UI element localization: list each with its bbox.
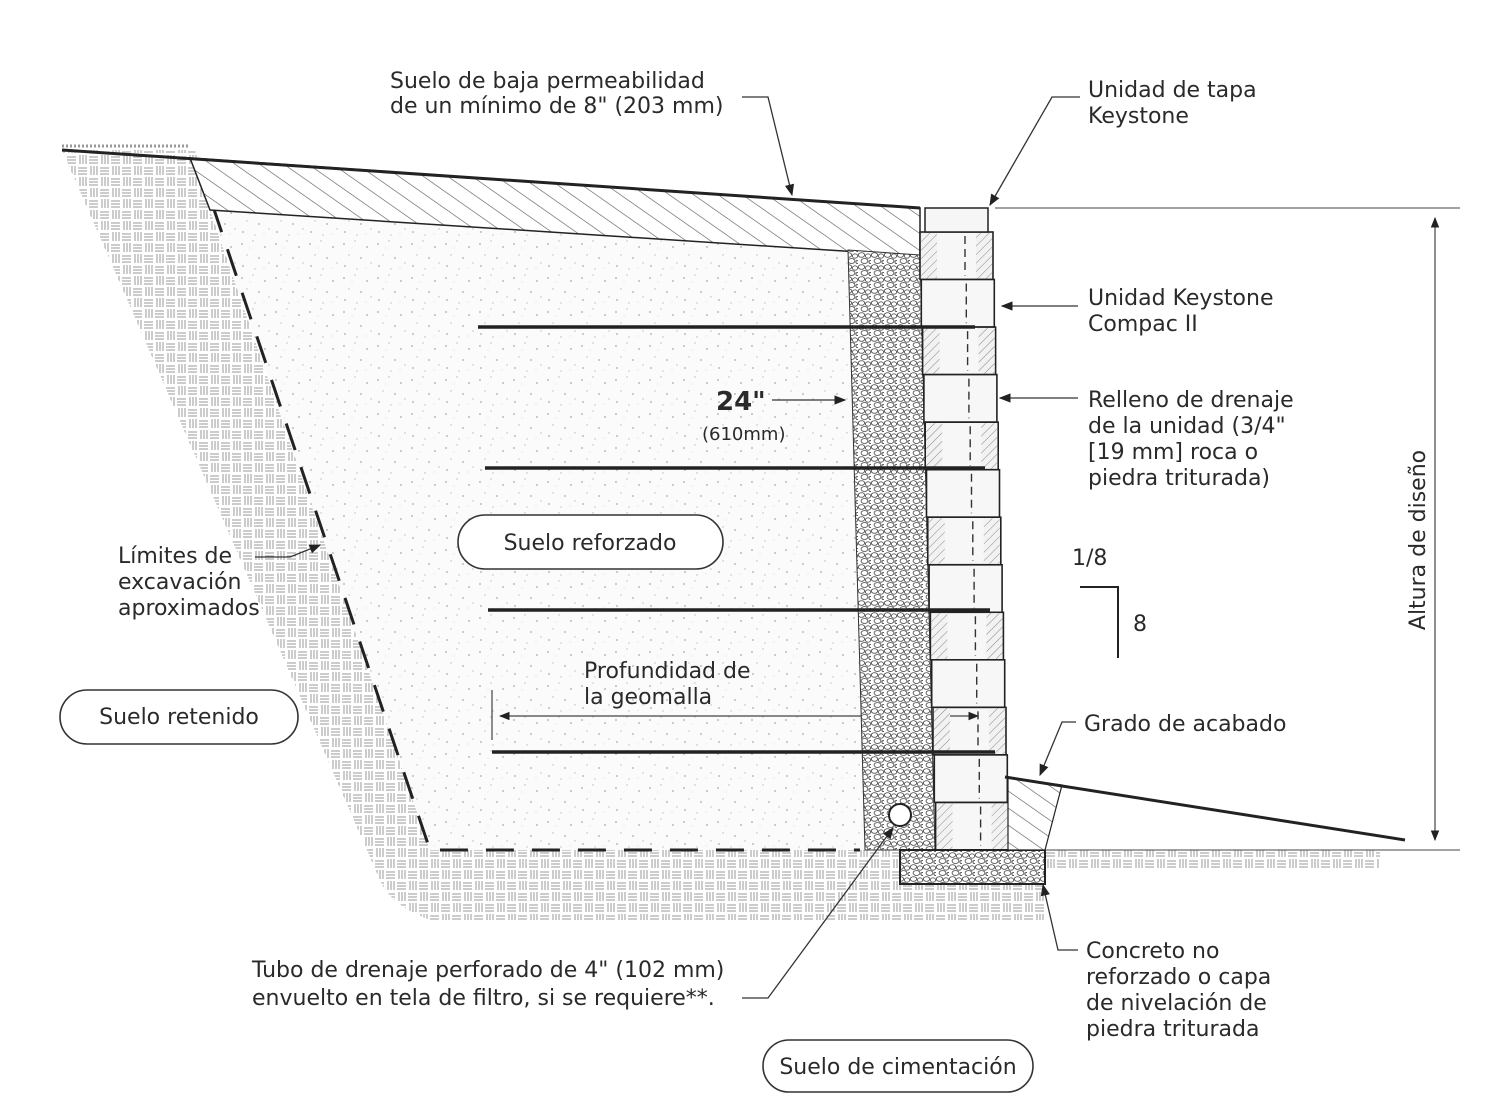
wall-unit-fill-hatch (931, 613, 948, 659)
wall-unit-fill-hatch (921, 233, 937, 279)
retained-soil-region (62, 150, 1380, 920)
wall-unit-block (925, 468, 1001, 519)
foundation-soil-bubble (762, 1039, 1034, 1093)
keystone-cap-unit (924, 207, 989, 233)
label-dimension-24in: 24" (716, 387, 766, 417)
label-geogrid-depth-1: Profundidad de (584, 659, 751, 684)
label-drain-pipe-2: envuelto en tela de filtro, si se requie… (252, 986, 715, 1011)
label-foundation-soil: Suelo de cimentación (779, 1055, 1016, 1080)
wall-unit-fill-hatch (983, 518, 1000, 564)
label-excavation-3: aproximados (118, 596, 260, 621)
label-keystone-unit-2: Compac II (1088, 312, 1198, 337)
keystone-wall-units (919, 231, 1010, 851)
leader-drain-pipe (742, 827, 894, 999)
batter-symbol (1080, 586, 1119, 658)
finish-grade-line (1004, 775, 1406, 842)
wall-unit-fill-hatch (986, 613, 1003, 659)
label-geogrid-depth-2: la geomalla (584, 685, 712, 710)
label-batter-ratio: 1/8 (1072, 546, 1107, 571)
wall-unit-fill-hatch (991, 803, 1008, 849)
label-reinforced-soil: Suelo reforzado (504, 531, 677, 556)
wall-unit-fill-hatch (934, 708, 950, 754)
leader-leveling-pad (1040, 883, 1078, 951)
label-excavation-1: Límites de (118, 544, 232, 569)
wall-unit-fill-hatch (926, 423, 943, 469)
leader-excavation (255, 544, 322, 558)
label-drain-fill-3: [19 mm] roca o (1088, 440, 1258, 465)
label-low-perm-soil-1: Suelo de baja permeabilidad (390, 69, 705, 94)
leveling-pad (899, 849, 1046, 885)
wall-unit-block (928, 563, 1003, 614)
label-excavation-2: excavación (118, 570, 241, 595)
leader-low-perm-soil (742, 96, 795, 197)
wall-unit-fill-hatch (976, 233, 992, 279)
label-leveling-pad-2: reforzado o capa (1086, 965, 1271, 990)
label-leveling-pad-1: Concreto no (1086, 939, 1219, 964)
excavation-limit-line (196, 161, 860, 852)
front-soil-wedge (1007, 777, 1063, 851)
wall-unit-block (930, 658, 1006, 709)
wall-unit-block (933, 754, 1009, 804)
wall-unit-fill-hatch (978, 328, 995, 374)
drain-pipe (888, 803, 912, 827)
label-finish-grade: Grado de acabado (1084, 712, 1286, 737)
label-drain-fill-2: de la unidad (3/4" (1088, 414, 1286, 439)
label-leveling-pad-3: de nivelación de (1086, 991, 1267, 1016)
ground-surface-line (61, 148, 921, 210)
label-dimension-610mm: (610mm) (702, 424, 785, 445)
reinforced-soil-bubble (457, 514, 724, 570)
retained-soil-bubble (59, 689, 299, 745)
label-retained-soil: Suelo retenido (99, 705, 259, 730)
label-leveling-pad-4: piedra triturada (1086, 1017, 1259, 1042)
wall-unit-fill-hatch (989, 708, 1005, 754)
label-cap-unit-1: Unidad de tapa (1088, 78, 1257, 103)
label-low-perm-soil-2: de un mínimo de 8" (203 mm) (390, 94, 723, 119)
label-keystone-unit-1: Unidad Keystone (1088, 286, 1273, 311)
wall-unit-fill-hatch (981, 423, 998, 469)
leader-finish-grade (1039, 721, 1076, 777)
label-design-height: Altura de diseño (1406, 450, 1431, 630)
label-batter-8: 8 (1133, 612, 1147, 637)
leader-cap-unit (989, 96, 1080, 207)
wall-unit-block (920, 278, 996, 328)
label-drain-fill-1: Relleno de drenaje (1088, 388, 1294, 413)
wall-unit-block (923, 373, 998, 423)
wall-unit-fill-hatch (923, 328, 940, 374)
wall-unit-fill-hatch (928, 518, 945, 564)
label-cap-unit-2: Keystone (1088, 104, 1189, 129)
label-drain-pipe-1: Tubo de drenaje perforado de 4" (102 mm) (251, 958, 724, 983)
label-drain-fill-4: piedra triturada) (1088, 466, 1270, 491)
wall-unit-fill-hatch (936, 803, 953, 849)
